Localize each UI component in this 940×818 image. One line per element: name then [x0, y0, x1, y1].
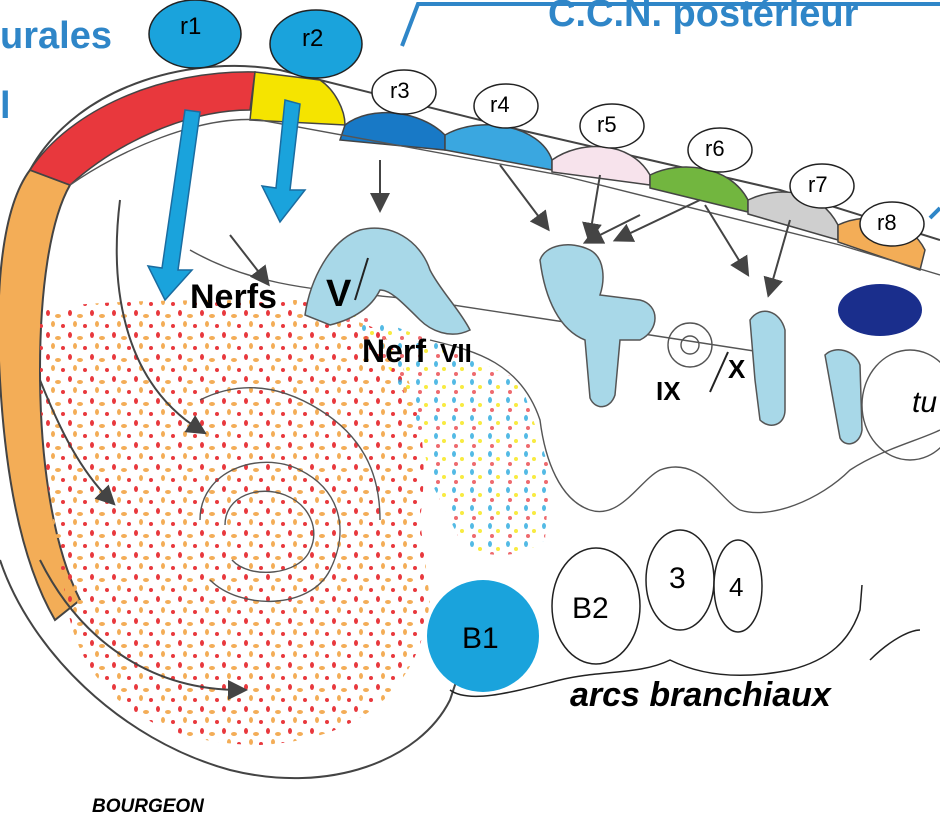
migration-arrows-dark	[39, 160, 791, 700]
arches-brace	[449, 584, 863, 698]
arch-3-label: 3	[669, 562, 686, 595]
r1-band	[28, 71, 256, 186]
arch-b1-label: B1	[462, 622, 499, 655]
badge-r1	[148, 0, 242, 69]
badge-r1-label: r1	[180, 13, 201, 40]
nerve-vii: VII	[440, 338, 472, 368]
arrow-r5b	[582, 214, 641, 244]
badge-r2-label: r2	[302, 25, 323, 52]
badge-r6-label: r6	[705, 136, 725, 161]
x-ganglion-2	[824, 349, 863, 445]
arrow-mid-2	[115, 199, 207, 435]
bud-label: BOURGEON	[92, 796, 205, 817]
nerve-ix-slash	[709, 351, 729, 393]
arrow-r1	[146, 109, 201, 302]
badge-r4-label: r4	[490, 92, 510, 117]
badge-r7	[789, 163, 855, 209]
x-ganglion-1	[749, 310, 786, 426]
arrow-mid-1	[229, 234, 270, 287]
badge-r8	[859, 201, 925, 247]
migration-arrows-blue	[146, 99, 307, 302]
r6-band	[649, 166, 749, 213]
optic-inner	[224, 490, 315, 573]
arch-b1	[427, 580, 539, 692]
nerve-x: X	[728, 354, 746, 384]
arrow-low-2	[39, 559, 248, 700]
otic-vesicle-inner	[680, 335, 700, 355]
head-lower-outline	[0, 559, 471, 780]
badge-r5	[579, 103, 645, 149]
arches-caption: arcs branchiaux	[570, 676, 833, 714]
rhombomere-badges: r1 r2 r3 r4 r5 r6 r7 r8	[148, 0, 925, 247]
arch-4-label: 4	[729, 572, 743, 602]
rhombomere-bands	[28, 71, 926, 271]
r5-band	[551, 145, 651, 186]
arrow-r7	[763, 219, 791, 298]
arrow-r5a	[582, 174, 602, 243]
title-left-fragment: l	[0, 85, 11, 127]
title-left: urales	[0, 15, 112, 57]
badge-r5-label: r5	[597, 112, 617, 137]
ccn-bracket-tip	[928, 206, 940, 220]
pharyngeal-outline	[429, 339, 940, 514]
nerve-v: V	[326, 273, 352, 315]
nerve-v-prefix: Nerfs	[190, 278, 277, 316]
branchial-arches: B1 B2 3 4 arcs branchiaux	[427, 529, 921, 714]
badge-r2	[269, 9, 363, 79]
arrow-r2	[260, 99, 307, 224]
nerve-ix: IX	[656, 376, 681, 406]
tu-structure	[861, 349, 940, 461]
head-outline	[29, 64, 940, 241]
arch-4	[713, 539, 763, 633]
nerve-t-fragment: tu	[912, 386, 937, 419]
arrow-r6b	[704, 204, 750, 277]
arrow-r4	[499, 164, 550, 232]
badge-r4	[473, 83, 539, 129]
badge-r3	[371, 69, 437, 115]
nerve-vii-prefix: Nerf	[362, 333, 426, 369]
arch-b2-label: B2	[572, 592, 609, 625]
mesenchyme-dots	[40, 300, 430, 745]
ccn-bracket	[400, 2, 940, 47]
mesenchyme-dots-mixed	[330, 310, 550, 555]
otic-vesicle	[667, 322, 713, 368]
arch-b2	[551, 547, 641, 665]
optic-outer	[199, 461, 341, 603]
vii-ix-ganglion	[539, 244, 656, 408]
badge-r8-label: r8	[877, 210, 897, 235]
arches-brace-right	[869, 629, 921, 661]
badge-r3-label: r3	[390, 78, 410, 103]
dark-blue-blob	[838, 284, 922, 336]
badge-r7-label: r7	[808, 172, 828, 197]
arrow-r6a	[612, 199, 701, 242]
trigeminal-ganglion	[304, 227, 472, 335]
nerve-v-slash	[354, 257, 369, 301]
orange-band	[0, 168, 82, 622]
arrow-low-1	[39, 379, 116, 506]
badge-r6	[687, 127, 753, 173]
eye-stalk	[199, 386, 381, 521]
